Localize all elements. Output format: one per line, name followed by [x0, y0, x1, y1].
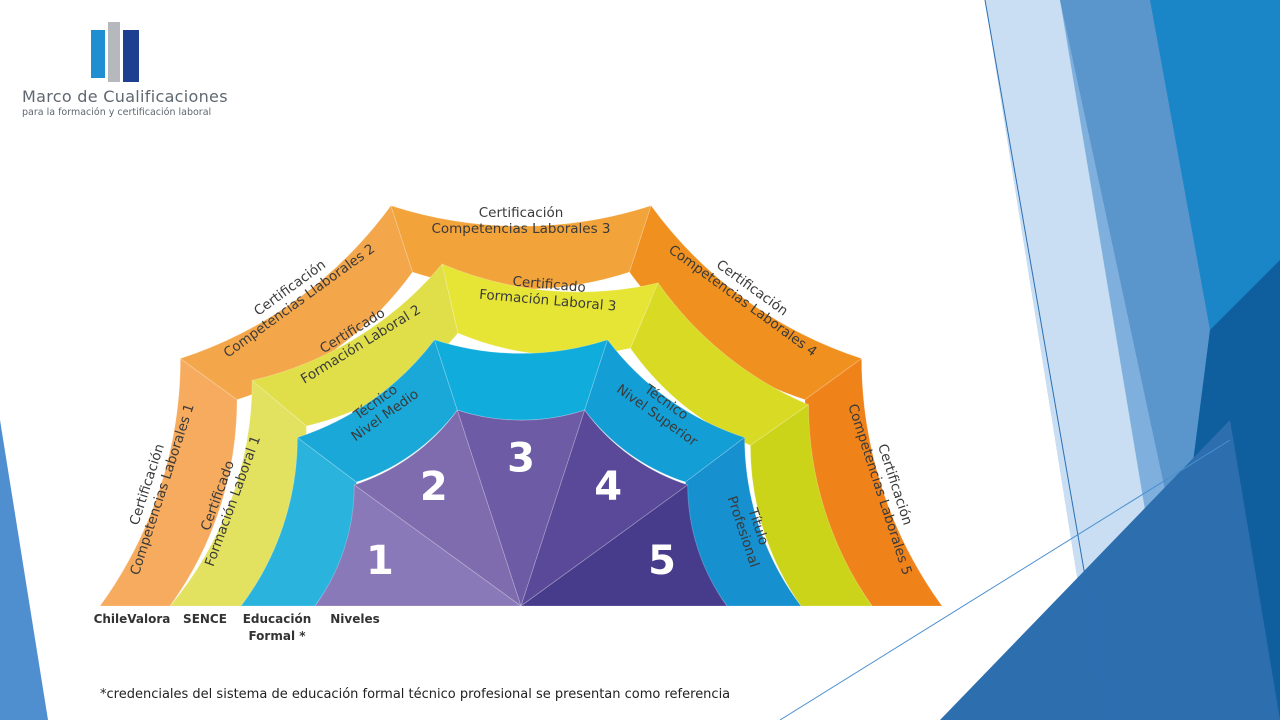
level-number-1: 1 [366, 538, 394, 584]
education-segment-3 [433, 339, 609, 421]
column-label-2-line1: SENCE [183, 612, 227, 626]
bg-shape-bottom [940, 420, 1280, 720]
column-label-3-line2: Formal * [248, 629, 306, 643]
sence-segment-5 [749, 403, 873, 607]
footnote: *credenciales del sistema de educación f… [100, 687, 730, 702]
chilevalora-label-3-line-1: Certificación [479, 205, 564, 221]
level-number-2: 2 [420, 464, 448, 510]
logo-bar-navy [123, 30, 139, 82]
bg-line-1 [984, 0, 1111, 720]
logo-bar-gray [108, 22, 120, 82]
logo-subtitle: para la formación y certificación labora… [22, 107, 211, 118]
level-number-4: 4 [594, 464, 622, 510]
sence-segment-2 [251, 263, 459, 427]
education-segment-2 [296, 338, 458, 483]
qualifications-semicircle-diagram: CertificaciónCompetencias Laborales 1Cer… [99, 204, 943, 608]
level-segment-4 [520, 409, 689, 608]
column-label-3-line1: Educación [243, 612, 312, 626]
marco-cualificaciones-logo: Marco de Cualificaciones para la formaci… [22, 22, 228, 118]
logo-name: Marco de Cualificaciones [22, 87, 228, 106]
column-label-2: SENCE [183, 612, 227, 626]
bg-shape-left [0, 420, 48, 720]
level-number-5: 5 [648, 538, 676, 584]
column-label-1: ChileValora [94, 612, 171, 626]
chilevalora-label-3-line-2: Competencias Laborales 3 [431, 221, 610, 237]
level-segment-3 [456, 409, 586, 608]
level-segment-2 [353, 409, 522, 608]
column-label-1-line1: ChileValora [94, 612, 171, 626]
column-label-4-line1: Niveles [330, 612, 380, 626]
level-number-3: 3 [507, 436, 535, 482]
level-segment-5 [519, 484, 728, 607]
sence-label-3-line-1: Certificado [512, 274, 586, 296]
logo-bar-blue [91, 30, 105, 78]
bg-line-2 [779, 439, 1231, 720]
column-label-4: Niveles [330, 612, 380, 626]
level-segment-1 [314, 484, 523, 607]
